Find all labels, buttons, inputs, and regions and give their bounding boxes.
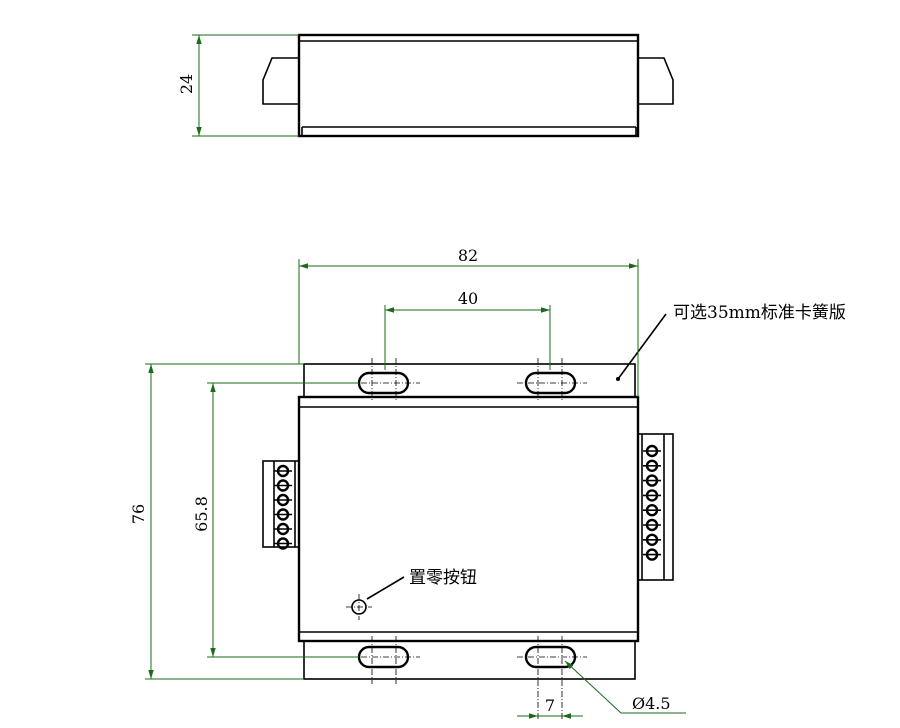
- width-82-label: 82: [458, 246, 478, 265]
- side-view-right-connector: [638, 57, 674, 105]
- hole-diameter-label: Ø4.5: [632, 694, 671, 713]
- zero-button: [346, 576, 405, 620]
- right-terminal-block: [637, 433, 674, 581]
- left-terminal-block: [262, 460, 300, 550]
- mounting-slot: [517, 358, 587, 400]
- side-view: 24: [177, 33, 674, 138]
- main-body: [297, 395, 640, 643]
- slot-spacing-40-label: 40: [458, 289, 478, 308]
- rail-option-note: 可选35mm标准卡簧版: [673, 303, 846, 323]
- height-76-label: 76: [129, 504, 148, 524]
- top-flange: [303, 363, 636, 398]
- slot-width-7-label: 7: [545, 696, 555, 715]
- mounting-slot: [350, 636, 420, 684]
- zero-button-label: 置零按钮: [409, 568, 477, 588]
- slot-center-65-8-label: 65.8: [192, 496, 211, 532]
- side-view-body: [297, 33, 640, 138]
- side-view-left-connector: [262, 57, 299, 105]
- mounting-slot: [517, 636, 587, 720]
- bottom-flange: [303, 640, 636, 680]
- height-24-label: 24: [177, 74, 196, 94]
- top-view: 置零按钮 可选35mm标准卡簧版 82 40 76 65.8 7 Ø4: [129, 246, 846, 720]
